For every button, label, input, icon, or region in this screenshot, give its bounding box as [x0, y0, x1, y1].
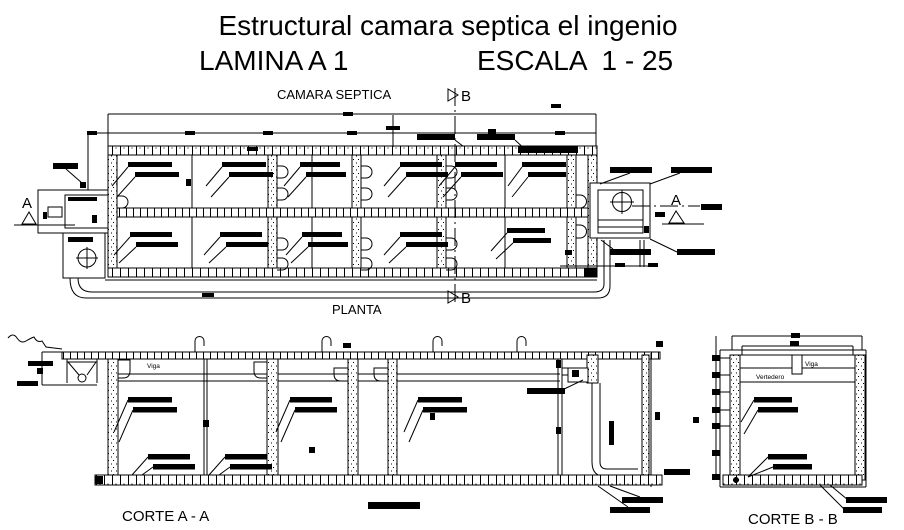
vertedero-label: Vertedero	[756, 374, 785, 381]
plan-tank	[107, 115, 598, 278]
section-a: Viga	[7, 334, 690, 525]
scale-label: ESCALA 1 - 25	[477, 45, 673, 76]
section-b-dimensions	[693, 333, 863, 480]
section-b: Viga Vertedero CORTE B - B	[693, 333, 887, 528]
vent-hooks	[194, 336, 527, 352]
viga-label-a: Viga	[147, 363, 160, 370]
plan-caption: PLANTA	[332, 302, 382, 317]
title-block: Estructural camara septica el ingenio LA…	[199, 10, 678, 102]
plan-outlet-box	[560, 167, 722, 268]
section-a-caption: CORTE A - A	[122, 508, 209, 525]
viga-label-b: Viga	[805, 361, 818, 368]
marker-b-label: B	[461, 290, 471, 307]
plan-rebar-callouts	[111, 162, 566, 264]
beam-lines	[118, 373, 560, 382]
drawing-title: Estructural camara septica el ingenio	[218, 10, 677, 41]
marker-a-label: A	[671, 192, 681, 209]
pipe-elbows	[118, 359, 388, 382]
section-b-tank: Viga Vertedero	[719, 349, 867, 488]
marker-a-label: A	[22, 195, 32, 212]
bypass-pipe	[69, 268, 611, 299]
marker-b-label: B	[461, 88, 471, 105]
section-a-rebar	[113, 379, 584, 476]
sheet-label: LAMINA A 1	[199, 45, 348, 76]
section-line-b: B B	[447, 88, 471, 307]
plan-center-channel	[116, 207, 589, 218]
section-b-caption: CORTE B - B	[748, 511, 838, 528]
section-a-bottom-slab	[94, 474, 663, 486]
plan-inlet-box	[37, 163, 611, 299]
section-a-walls	[107, 353, 652, 487]
section-a-inlet	[17, 351, 98, 386]
ground-break-line	[7, 334, 63, 350]
section-b-rebar	[740, 397, 812, 478]
section-marker-a-right: A	[662, 192, 704, 225]
section-a-top-slab	[61, 351, 661, 360]
plan-view: A A B B	[14, 88, 722, 317]
plan-dimension-lines	[87, 104, 597, 190]
wall-pipe-openings	[117, 165, 587, 271]
plan-heading: CAMARA SEPTICA	[277, 87, 391, 102]
section-marker-a-left: A	[14, 195, 75, 226]
